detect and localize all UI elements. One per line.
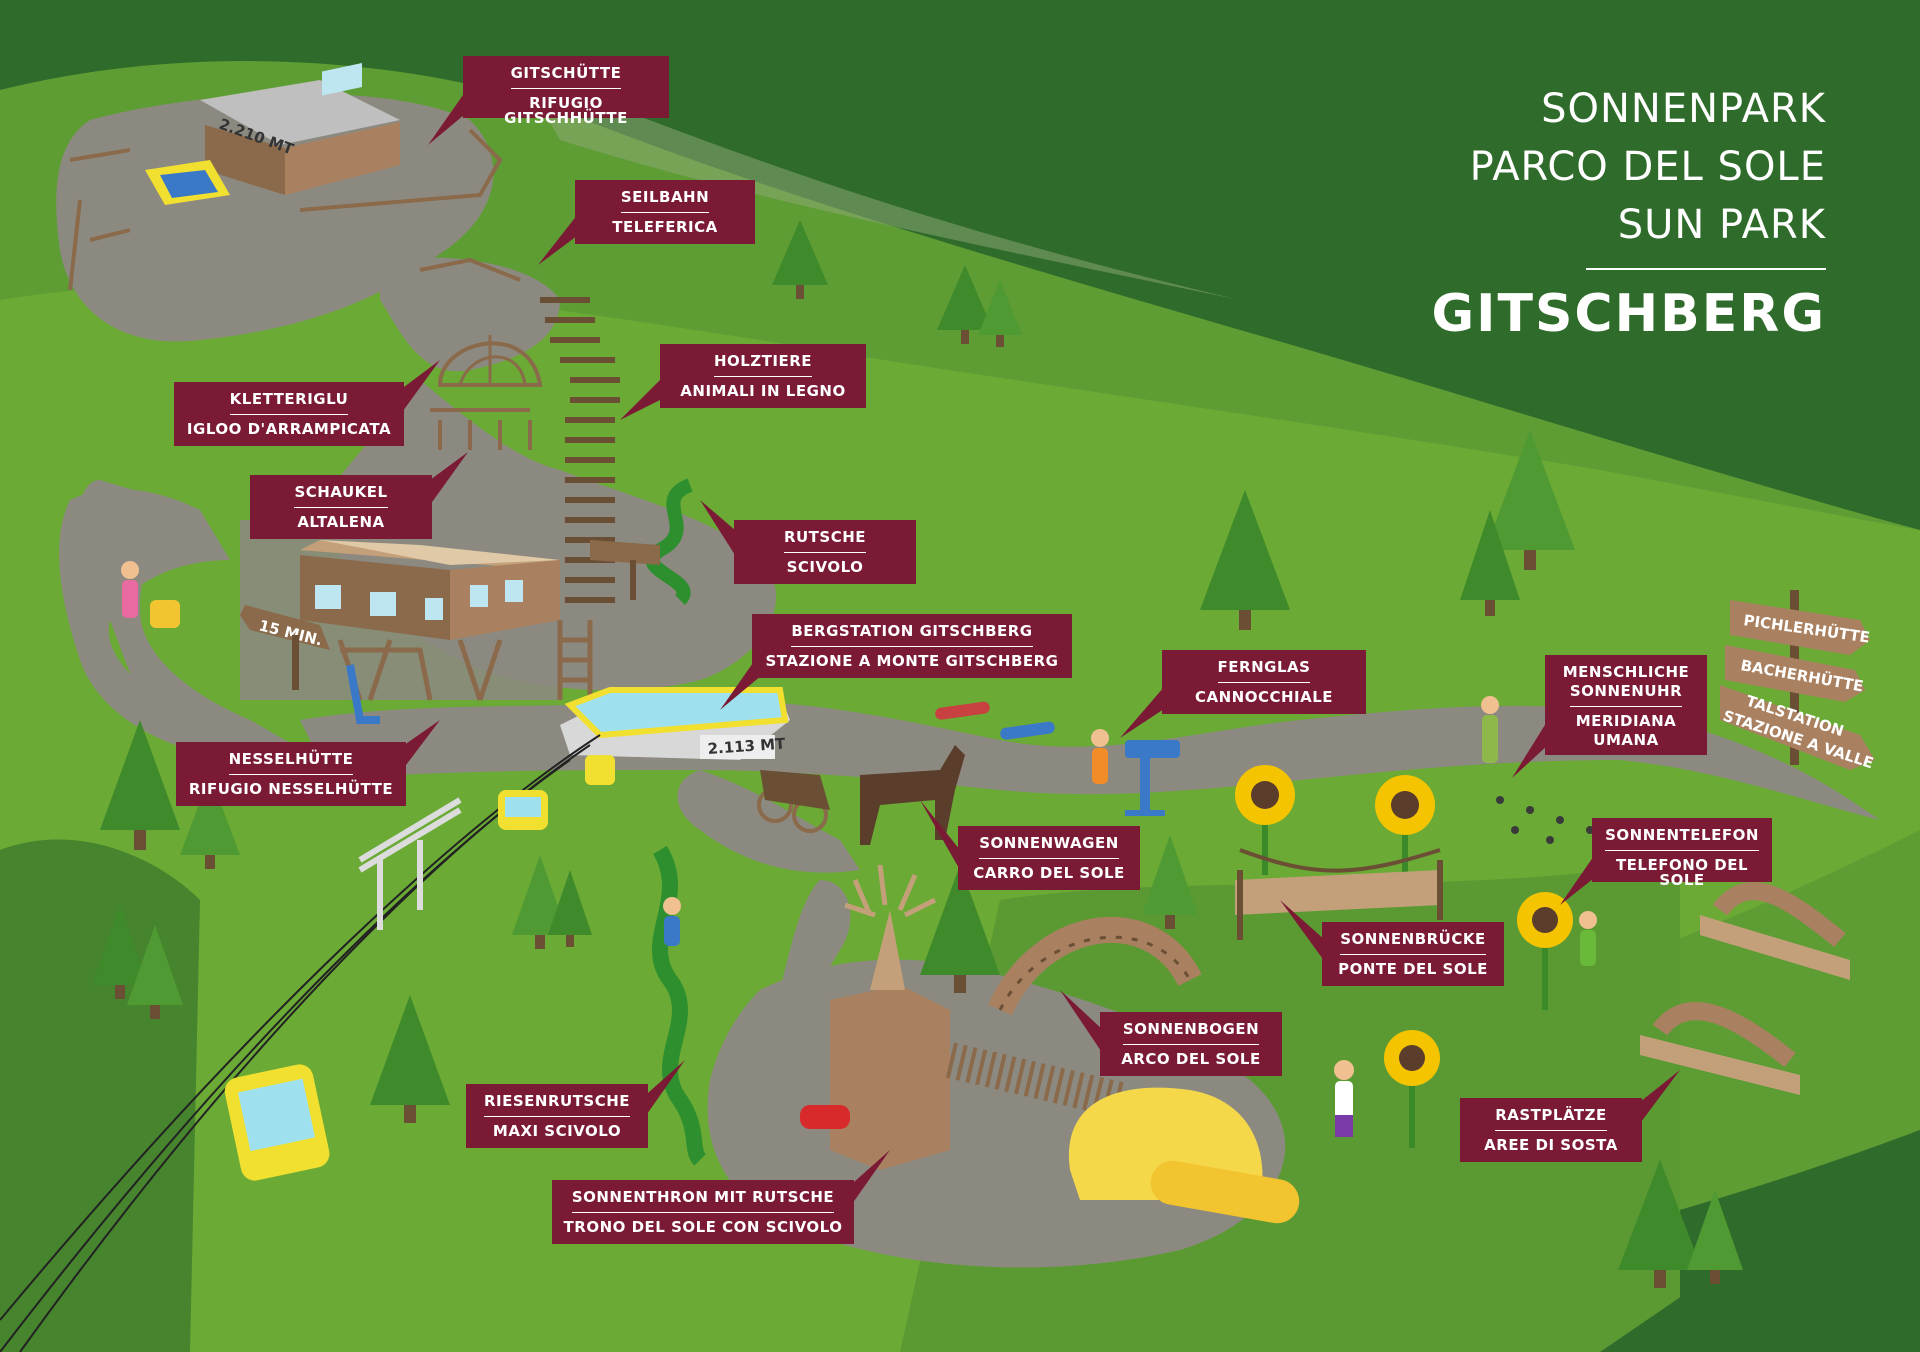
altitude-station-label: 2.113 MT [707,735,787,758]
sonnenthron-tower [800,864,1125,1170]
gitschhuette-hut: 2.210 MT [145,63,400,205]
label-sonnenbogen: SONNENBOGEN ARCO DEL SOLE [1100,1012,1282,1076]
title-en: SUN PARK [1617,202,1826,248]
trees [92,220,1743,1288]
yellow-sun-dome [1068,1087,1300,1224]
fernglas-binoculars [1125,740,1180,816]
label-rutsche: RUTSCHE SCIVOLO [734,520,916,584]
title-de: SONNENPARK [1541,86,1826,132]
label-sonnenwagen: SONNENWAGEN CARRO DEL SOLE [958,826,1140,890]
label-schaukel: SCHAUKEL ALTALENA [250,475,432,539]
gondola-cabins [224,755,615,1181]
label-sonnentelefon: SONNENTELEFON TELEFONO DEL SOLE [1592,818,1772,888]
label-nesselhuette: NESSELHÜTTE RIFUGIO NESSELHÜTTE [176,742,406,806]
rest-area-benches [1640,882,1850,1095]
sunflowers [1235,765,1573,1148]
wooden-stairs [540,297,620,603]
park-title: SONNENPARK PARCO DEL SOLE SUN PARK GITSC… [1431,80,1826,344]
title-main: GITSCHBERG [1431,284,1826,344]
nesselhuette-hut [300,540,560,640]
label-riesenrutsche: RIESENRUTSCHE MAXI SCIVOLO [466,1084,648,1148]
label-sonnenbruecke: SONNENBRÜCKE PONTE DEL SOLE [1322,922,1504,986]
label-sonnenthron: SONNENTHRON MIT RUTSCHE TRONO DEL SOLE C… [552,1180,854,1244]
bergstation-station: 2.113 MT [560,687,790,760]
title-it: PARCO DEL SOLE [1469,144,1826,190]
rutsche-slide [645,478,693,605]
label-gitschhuette: GITSCHÜTTE RIFUGIO GITSCHHÜTTE [463,56,669,126]
sonnenbogen-bridge [988,916,1202,1016]
label-bergstation: BERGSTATION GITSCHBERG STAZIONE A MONTE … [752,614,1072,678]
label-fernglas: FERNGLAS CANNOCCHIALE [1162,650,1366,714]
kletteriglu-dome [437,335,543,387]
label-kletteriglu: KLETTERIGLU IGLOO D'ARRAMPICATA [174,382,404,446]
label-seilbahn: SEILBAHN TELEFERICA [575,180,755,244]
label-holztiere: HOLZTIERE ANIMALI IN LEGNO [660,344,866,408]
people [121,561,1597,1137]
label-rastplaetze: RASTPLÄTZE AREE DI SOSTA [1460,1098,1642,1162]
title-divider [1586,268,1826,270]
label-sonnenuhr: MENSCHLICHE SONNENUHR MERIDIANA UMANA [1545,655,1707,755]
